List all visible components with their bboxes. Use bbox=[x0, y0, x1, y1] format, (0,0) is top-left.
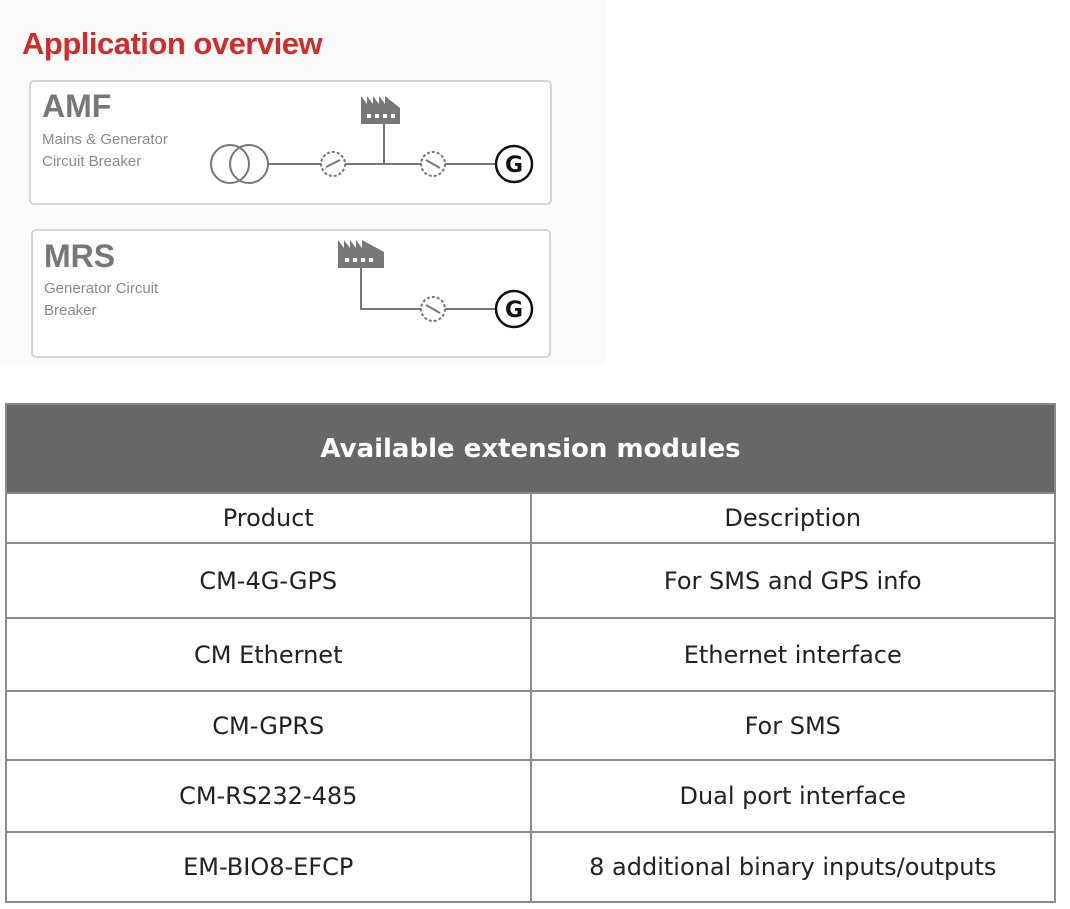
amf-code: AMF bbox=[42, 88, 112, 124]
product-cell: EM-BIO8-EFCP bbox=[5, 831, 532, 903]
table-title: Available extension modules bbox=[5, 403, 1056, 494]
product-cell: CM-RS232-485 bbox=[5, 759, 532, 833]
column-header-product: Product bbox=[5, 492, 532, 544]
product-cell: CM-GPRS bbox=[5, 690, 532, 761]
extension-modules-table: Available extension modules Product Desc… bbox=[5, 403, 1056, 903]
description-cell: 8 additional binary inputs/outputs bbox=[529, 831, 1056, 903]
generator-label: G bbox=[505, 153, 523, 178]
product-cell: CM Ethernet bbox=[5, 617, 532, 692]
description-cell: Ethernet interface bbox=[529, 617, 1056, 692]
transformer-icon bbox=[210, 144, 250, 184]
description-cell: For SMS and GPS info bbox=[529, 542, 1056, 619]
amf-desc: Mains & Generator Circuit Breaker bbox=[42, 129, 168, 173]
description-cell: Dual port interface bbox=[529, 759, 1056, 833]
description-cell: For SMS bbox=[529, 690, 1056, 761]
application-overview-figure: Application overview AMF Mains & Generat… bbox=[0, 0, 605, 365]
amf-desc-line: Circuit Breaker bbox=[42, 153, 142, 170]
overview-title: Application overview bbox=[22, 26, 323, 61]
mrs-panel bbox=[31, 229, 551, 358]
generator-label: G bbox=[505, 298, 523, 323]
product-cell: CM-4G-GPS bbox=[5, 542, 532, 619]
factory-icon bbox=[338, 96, 400, 268]
single-line-diagram: G G bbox=[210, 96, 534, 329]
mrs-code: MRS bbox=[44, 238, 116, 274]
generator-icon: G G bbox=[494, 144, 534, 329]
amf-panel bbox=[29, 80, 552, 205]
mrs-desc: Generator Circuit Breaker bbox=[44, 278, 158, 322]
amf-desc-line: Mains & Generator bbox=[42, 131, 168, 148]
mrs-desc-line: Breaker bbox=[44, 302, 97, 319]
mrs-desc-line: Generator Circuit bbox=[44, 280, 159, 297]
column-header-description: Description bbox=[529, 492, 1056, 544]
